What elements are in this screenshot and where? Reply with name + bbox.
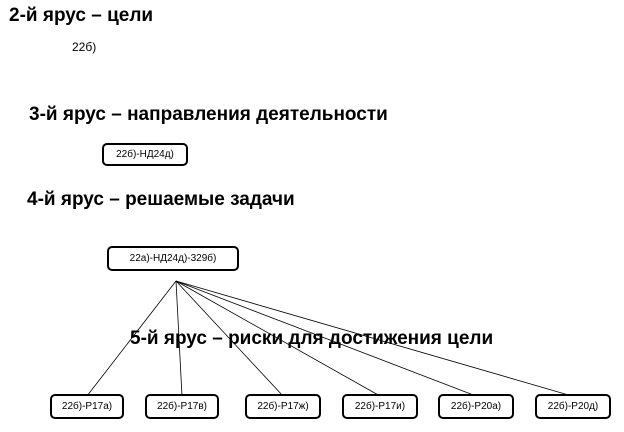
tier4-heading: 4-й ярус – решаемые задачи <box>27 189 295 210</box>
tier5-risk-node: 22б)-Р20д) <box>535 394 611 419</box>
connector-line <box>175 280 477 397</box>
tier2-heading: 2-й ярус – цели <box>9 5 154 26</box>
tier2-goal-label: 22б) <box>72 40 97 54</box>
connector-line <box>175 280 284 397</box>
connector-line <box>86 280 177 397</box>
tier5-risk-node: 22б)-Р17и) <box>342 394 418 419</box>
connector-line <box>175 280 183 397</box>
tier5-risk-node: 22б)-Р17ж) <box>245 394 321 419</box>
tier3-heading: 3-й ярус – направления деятельности <box>29 104 388 125</box>
connector-line <box>175 280 573 397</box>
tier5-risk-node: 22б)-Р20а) <box>438 394 514 419</box>
tier3-direction-node: 22б)-НД24д) <box>102 143 188 166</box>
tier5-risk-node: 22б)-Р17в) <box>145 394 219 419</box>
connector-line <box>175 280 381 397</box>
tier5-risk-node: 22б)-Р17а) <box>50 394 124 419</box>
tier4-task-node: 22а)-НД24д)-329б) <box>107 246 239 271</box>
tier5-heading: 5-й ярус – риски для достижения цели <box>130 328 494 349</box>
